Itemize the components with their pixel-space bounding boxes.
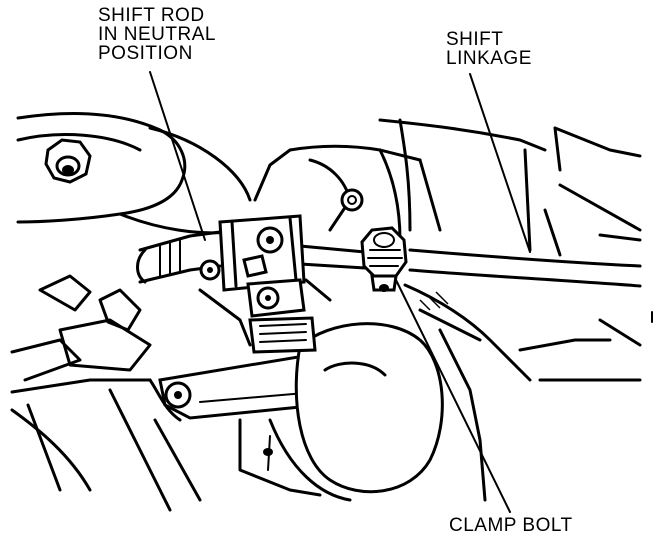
shaft-bushing: [248, 316, 317, 354]
shift-rod-label: SHIFT ROD IN NEUTRAL POSITION: [98, 6, 216, 63]
frame-structure: [118, 118, 642, 257]
upper-left-bolt: [44, 138, 92, 184]
shift-rod-label-line1: SHIFT ROD: [98, 5, 205, 26]
upper-left-bracket: [16, 112, 252, 224]
leader-lines: [149, 71, 531, 513]
clamp-bolt-label: CLAMP BOLT: [449, 515, 573, 536]
transmission-housing: [238, 322, 444, 502]
shift-linkage-label-line2: LINKAGE: [446, 48, 532, 69]
shift-rod-label-line2: IN NEUTRAL: [98, 24, 216, 45]
shift-rod-yoke: [136, 214, 332, 347]
lower-left-bracket: [10, 274, 202, 512]
shift-linkage-rod: [298, 244, 642, 502]
clamp-bolt-part: [360, 226, 408, 292]
shift-linkage-label-line1: SHIFT: [446, 29, 504, 50]
shift-linkage-label: SHIFT LINKAGE: [446, 30, 532, 68]
shift-rod-label-line3: POSITION: [98, 43, 193, 64]
